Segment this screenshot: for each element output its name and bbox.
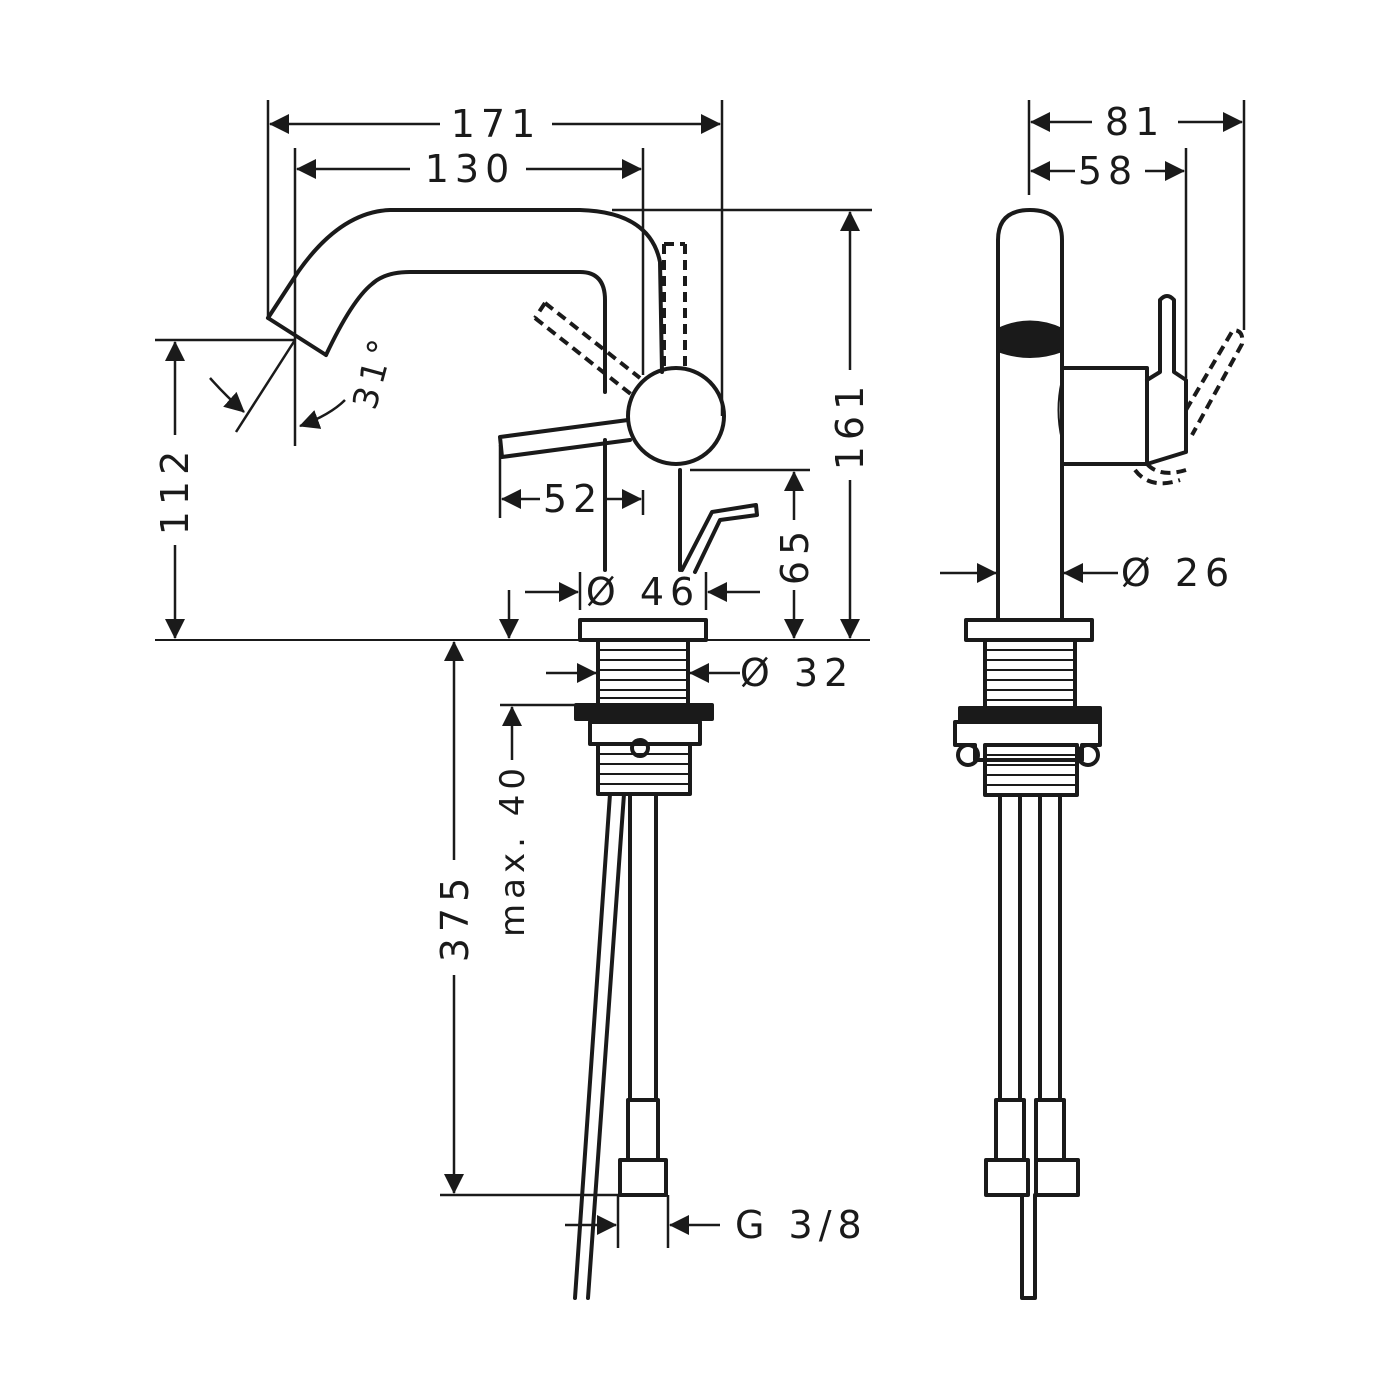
dim-65-label: 65 <box>773 525 817 585</box>
handle-hub <box>626 366 726 466</box>
dim-31-label: 31° <box>345 331 403 414</box>
dim-58-label: 58 <box>1078 149 1138 193</box>
dim-161-label: 161 <box>828 380 872 471</box>
side-base-plate <box>964 618 1094 642</box>
side-shank-threads <box>987 649 1073 701</box>
dimension-81: 81 <box>1030 100 1243 144</box>
lower-shank-threads <box>600 753 688 785</box>
side-lever-alt-position <box>1184 327 1245 436</box>
side-handle-hub <box>1060 366 1149 466</box>
side-hose-left <box>998 793 1022 1102</box>
side-bolt-left <box>956 743 980 767</box>
dim-max-40-label: max. 40 <box>493 763 533 937</box>
side-nut-left <box>984 1158 1030 1197</box>
dim-375-label: 375 <box>433 872 477 963</box>
dimension-g38: G 3/8 <box>565 1203 868 1247</box>
dimension-58: 58 <box>1030 149 1185 193</box>
dimension-dia-26: Ø 26 <box>940 551 1235 595</box>
dim-81-label: 81 <box>1105 100 1165 144</box>
dimension-65: 65 <box>773 471 817 639</box>
dim-112-label: 112 <box>153 445 197 536</box>
side-view <box>953 100 1246 1300</box>
hose-nut <box>618 1158 668 1197</box>
spout-outline <box>266 208 664 374</box>
pop-up-rod <box>680 503 759 574</box>
lever-handle <box>498 418 632 459</box>
dimension-52: 52 <box>501 477 642 521</box>
lever-vertical-position <box>662 242 687 372</box>
side-pop-up-rod <box>1020 1193 1037 1300</box>
supply-hose-right <box>628 792 658 1102</box>
side-fixing-nut <box>958 706 1102 724</box>
base-plate <box>578 618 708 642</box>
dimension-max-40: max. 40 <box>493 706 533 937</box>
side-handle-stem <box>1145 294 1188 466</box>
front-view <box>155 100 872 1300</box>
side-nut-right <box>1034 1158 1080 1197</box>
dim-dia-26-label: Ø 26 <box>1121 551 1235 595</box>
dim-g38-label: G 3/8 <box>735 1203 868 1247</box>
side-crimp-right <box>1034 1098 1066 1162</box>
dimension-375: 375 <box>433 641 477 1194</box>
side-spout-column <box>996 208 1064 622</box>
dimension-161: 161 <box>828 211 872 639</box>
dim-52-label: 52 <box>543 477 603 521</box>
side-hose-right <box>1038 793 1062 1102</box>
side-crimp-left <box>994 1098 1026 1162</box>
dimension-171: 171 <box>269 102 721 146</box>
supply-hose-left <box>573 792 626 1300</box>
spout-inner-outline <box>324 270 607 394</box>
fixing-nut <box>574 703 714 721</box>
nut-bolt <box>630 738 650 758</box>
lower-shank <box>596 742 692 796</box>
dim-dia-32-label: Ø 32 <box>740 651 854 695</box>
dim-130-label: 130 <box>425 147 516 191</box>
shank-threads <box>600 649 686 699</box>
side-aerator <box>996 320 1064 358</box>
spout-tip <box>266 316 328 357</box>
hose-crimp <box>626 1098 660 1162</box>
side-lever-down-position <box>1133 462 1187 486</box>
side-lower-threads <box>987 754 1075 786</box>
lever-alt-position <box>533 301 642 397</box>
side-lower-shank <box>983 743 1079 797</box>
dim-171-label: 171 <box>451 102 542 146</box>
dimension-112: 112 <box>153 341 197 639</box>
dimension-dia-46: Ø 46 <box>525 570 760 614</box>
dimension-130: 130 <box>296 147 642 191</box>
dimension-dia-32: Ø 32 <box>546 651 854 695</box>
dim-dia-46-label: Ø 46 <box>586 570 700 614</box>
